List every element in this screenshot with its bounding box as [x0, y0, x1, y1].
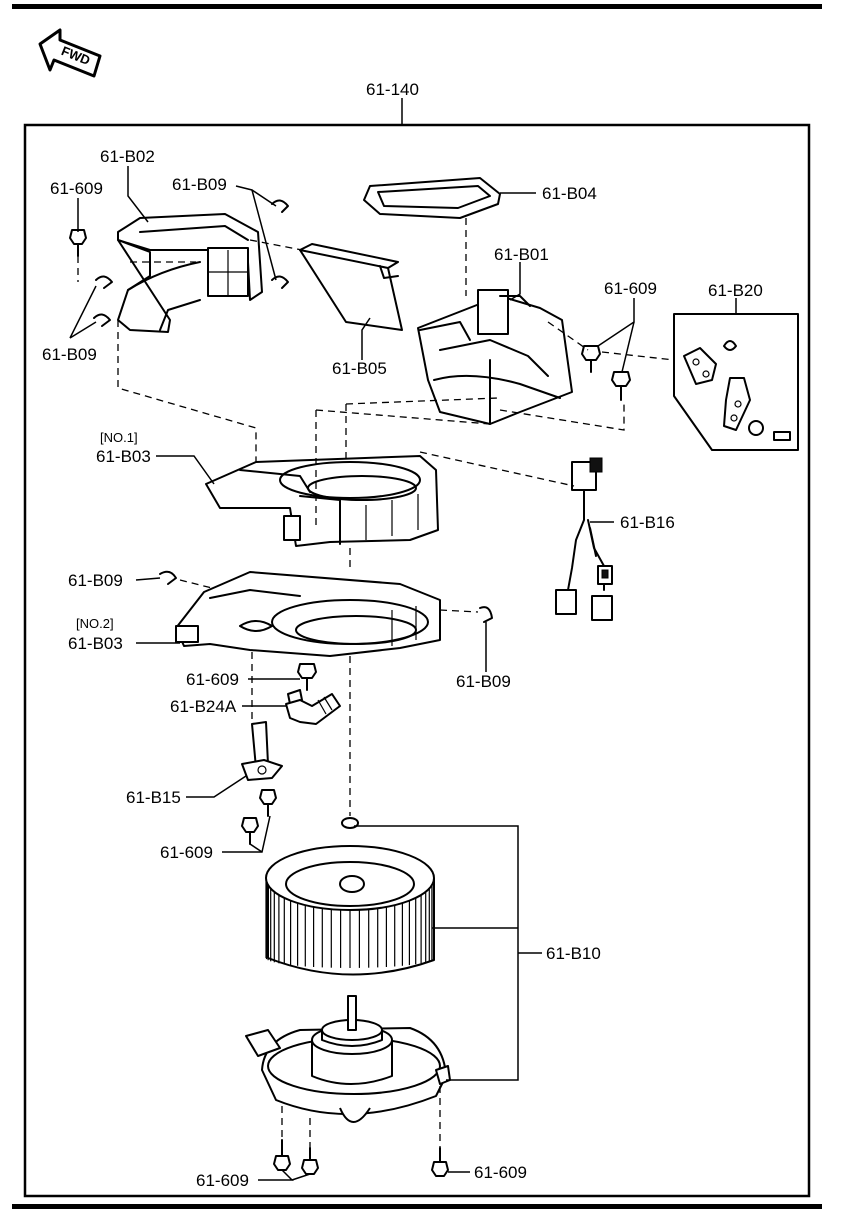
leader-lines — [69, 166, 737, 1181]
bottom-rule — [12, 1204, 822, 1209]
label-609-bl: 61-609 — [196, 1171, 249, 1190]
assembly-dash-lines — [77, 218, 675, 1148]
label-b05: 61-B05 — [332, 359, 387, 378]
label-b09-mid: 61-B09 — [68, 571, 123, 590]
label-no2: [NO.2] — [76, 616, 114, 631]
label-b10: 61-B10 — [546, 944, 601, 963]
label-assembly: 61-140 — [366, 80, 419, 99]
screw-609-lower-1 — [259, 789, 277, 817]
clip-b09-left-1 — [95, 275, 113, 289]
label-b09-left: 61-B09 — [42, 345, 97, 364]
label-b15: 61-B15 — [126, 788, 181, 807]
label-b01: 61-B01 — [494, 245, 549, 264]
clip-b09-left-2 — [93, 313, 111, 327]
screw-609-bl-2 — [301, 1147, 319, 1175]
fan-wheel — [265, 845, 435, 976]
upper-case-b02 — [117, 213, 263, 333]
label-b20: 61-B20 — [708, 281, 763, 300]
detail-box-b20 — [673, 313, 799, 451]
label-b09-right: 61-B09 — [456, 672, 511, 691]
screw-609-br — [431, 1147, 449, 1177]
top-rule — [12, 4, 822, 9]
blower-case-b03-no1 — [205, 455, 439, 547]
label-b02: 61-B02 — [100, 147, 155, 166]
label-b24a: 61-B24A — [170, 697, 237, 716]
screw-609-tl — [69, 229, 87, 257]
label-b16: 61-B16 — [620, 513, 675, 532]
label-no1: [NO.1] — [100, 430, 138, 445]
screw-609-tr-1 — [581, 345, 601, 373]
blower-case-b03-no2 — [175, 571, 441, 657]
gasket-b04 — [363, 177, 501, 219]
label-b03-no1: 61-B03 — [96, 447, 151, 466]
screw-609-tr-2 — [611, 371, 631, 401]
screw-609-lower-2 — [241, 817, 259, 845]
clip-b09-top-2 — [271, 275, 289, 289]
blower-motor — [245, 995, 451, 1123]
label-609-lower: 61-609 — [160, 843, 213, 862]
screw-609-bl-1 — [273, 1139, 291, 1171]
clip-b09-mid — [159, 570, 177, 585]
resistor-b15 — [241, 721, 283, 781]
clip-b09-top-1 — [271, 199, 289, 213]
screw-609-mid — [297, 663, 317, 691]
label-b04: 61-B04 — [542, 184, 597, 203]
label-609-br: 61-609 — [474, 1163, 527, 1182]
clip-b09-right — [479, 606, 493, 623]
upper-case-b01 — [417, 289, 573, 425]
label-609-mid: 61-609 — [186, 670, 239, 689]
aspirator-tube-b24a — [285, 689, 341, 725]
label-b03-no2: 61-B03 — [68, 634, 123, 653]
label-609-tr: 61-609 — [604, 279, 657, 298]
filter-b05 — [299, 243, 403, 331]
fwd-arrow-icon: FWD — [38, 28, 102, 78]
assembly-frame — [23, 123, 811, 1198]
wire-harness-b16 — [555, 457, 613, 621]
label-609-tl: 61-609 — [50, 179, 103, 198]
label-b09-top: 61-B09 — [172, 175, 227, 194]
